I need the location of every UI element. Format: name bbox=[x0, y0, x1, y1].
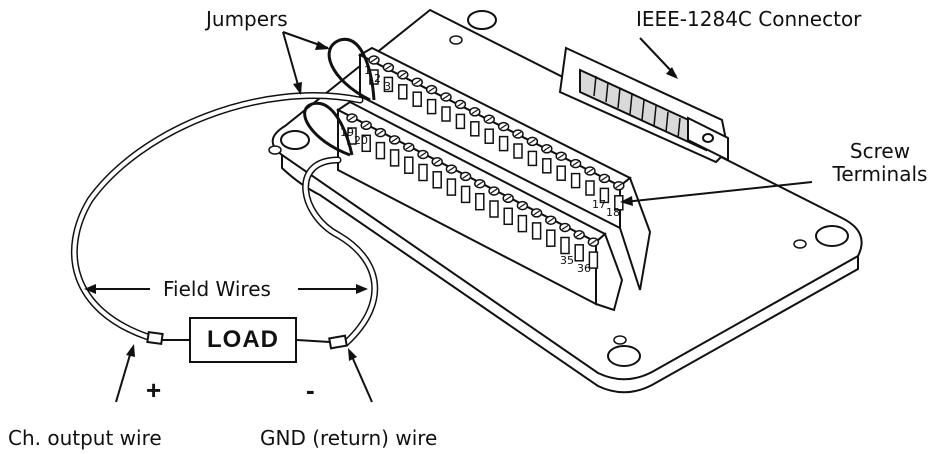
screw-slot bbox=[500, 124, 507, 130]
wire-entry-slot bbox=[426, 98, 437, 115]
wire-entry-slot bbox=[375, 141, 386, 160]
wire-entry-slot bbox=[542, 158, 552, 174]
wire-entry-slot bbox=[498, 135, 509, 152]
wire-entry-slot bbox=[455, 113, 466, 130]
screw-slot bbox=[419, 152, 427, 157]
screw-slot bbox=[476, 181, 484, 187]
wire-entry-slot bbox=[404, 156, 414, 174]
wire-entry-slot bbox=[418, 163, 428, 182]
wire-entry-slot bbox=[460, 185, 471, 204]
wire-entry-slot bbox=[489, 200, 499, 218]
terminal-number-18: 18 bbox=[606, 206, 620, 219]
screw-slot bbox=[514, 131, 522, 137]
screw-slot bbox=[557, 153, 565, 159]
screw-slot bbox=[529, 138, 536, 144]
connector-label: IEEE-1284C Connector bbox=[636, 7, 862, 31]
load-label: LOAD bbox=[207, 326, 279, 353]
upper-terminal-slots bbox=[368, 55, 625, 211]
wire-entry-slot bbox=[361, 134, 371, 153]
screw-slot bbox=[413, 79, 421, 85]
negative-sign: - bbox=[306, 375, 315, 405]
wire-entry-slot bbox=[503, 207, 513, 226]
screw-terminals-label: Screw Terminals bbox=[832, 139, 928, 186]
screw-slot bbox=[399, 72, 407, 78]
wire-entry-slot bbox=[513, 143, 523, 159]
terminal-number-35: 35 bbox=[560, 254, 574, 267]
wire-entry-slot bbox=[570, 172, 581, 189]
jumper-wires bbox=[303, 37, 376, 157]
load-box: LOAD bbox=[189, 317, 297, 363]
terminal-number-17: 17 bbox=[592, 198, 606, 211]
screw-slot bbox=[377, 130, 384, 136]
wire-entry-slot bbox=[441, 106, 451, 122]
positive-sign: + bbox=[146, 375, 162, 405]
wire-entry-slot bbox=[527, 150, 538, 167]
wire-entry-slot bbox=[432, 171, 442, 189]
gnd-return-wire-label: GND (return) wire bbox=[260, 426, 438, 450]
screw-slot bbox=[561, 225, 569, 230]
screw-slot bbox=[428, 87, 435, 93]
terminal-number-1: 1 bbox=[364, 64, 371, 77]
standoff-foot bbox=[280, 10, 849, 367]
wire-entry-slot bbox=[475, 192, 485, 211]
screw-slot bbox=[519, 203, 526, 209]
screw-slot bbox=[405, 144, 413, 150]
screw-slot bbox=[575, 232, 583, 238]
leader-arrows bbox=[90, 31, 813, 403]
terminal-number-3: 3 bbox=[384, 80, 391, 93]
screw-slot bbox=[586, 168, 594, 174]
terminal-number-36: 36 bbox=[577, 262, 591, 275]
wire-entry-slot bbox=[484, 128, 494, 144]
screw-slot bbox=[348, 115, 356, 121]
screw-slot bbox=[601, 175, 608, 181]
wire-entry-slot bbox=[585, 180, 595, 196]
screw-slot bbox=[547, 217, 555, 223]
screw-slot bbox=[448, 166, 455, 172]
screw-slot bbox=[485, 116, 493, 122]
mounting-hole bbox=[268, 35, 807, 345]
screw-slot bbox=[385, 64, 392, 70]
screw-slot bbox=[442, 94, 450, 100]
screw-slot bbox=[590, 239, 597, 245]
field-wires-label: Field Wires bbox=[159, 279, 275, 299]
wire-entry-slot bbox=[560, 236, 570, 255]
wire-entry-slot bbox=[588, 251, 599, 269]
wire-entry-slot bbox=[599, 187, 610, 204]
screw-slot bbox=[362, 122, 370, 128]
screw-slot bbox=[462, 173, 469, 179]
screw-slot bbox=[543, 146, 551, 152]
wire-entry-slot bbox=[383, 76, 394, 93]
wire-entry-slot bbox=[546, 229, 556, 247]
screw-slot bbox=[370, 57, 378, 63]
screw-slot bbox=[572, 161, 579, 167]
screw-slot bbox=[504, 195, 512, 201]
wire-entry-slot bbox=[389, 149, 400, 167]
screw-slot bbox=[391, 137, 398, 143]
screw-slot bbox=[433, 159, 441, 165]
jumpers-label: Jumpers bbox=[206, 7, 288, 31]
screw-slot bbox=[490, 188, 498, 194]
channel-output-wire-label: Ch. output wire bbox=[8, 426, 162, 450]
screw-slot bbox=[615, 183, 623, 189]
lower-terminal-slots bbox=[346, 113, 600, 269]
arrow-heads bbox=[84, 41, 678, 361]
wire-entry-slot bbox=[517, 214, 528, 233]
wire-entry-slot bbox=[412, 91, 422, 107]
field-wires bbox=[70, 92, 379, 347]
wire-entry-slot bbox=[470, 121, 480, 137]
wire-entry-slot bbox=[574, 244, 584, 262]
wire-entry-slot bbox=[556, 165, 566, 181]
wire-entry-slot bbox=[446, 178, 457, 196]
terminal-number-20: 20 bbox=[354, 134, 368, 147]
screw-slot bbox=[533, 210, 540, 216]
wire-leads bbox=[146, 330, 348, 350]
screw-slot bbox=[471, 109, 479, 115]
screw-slot bbox=[457, 101, 464, 107]
terminal-number-2: 2 bbox=[374, 72, 381, 85]
wire-entry-slot bbox=[531, 222, 542, 240]
wire-entry-slot bbox=[398, 84, 408, 100]
connector-pins bbox=[593, 75, 681, 139]
